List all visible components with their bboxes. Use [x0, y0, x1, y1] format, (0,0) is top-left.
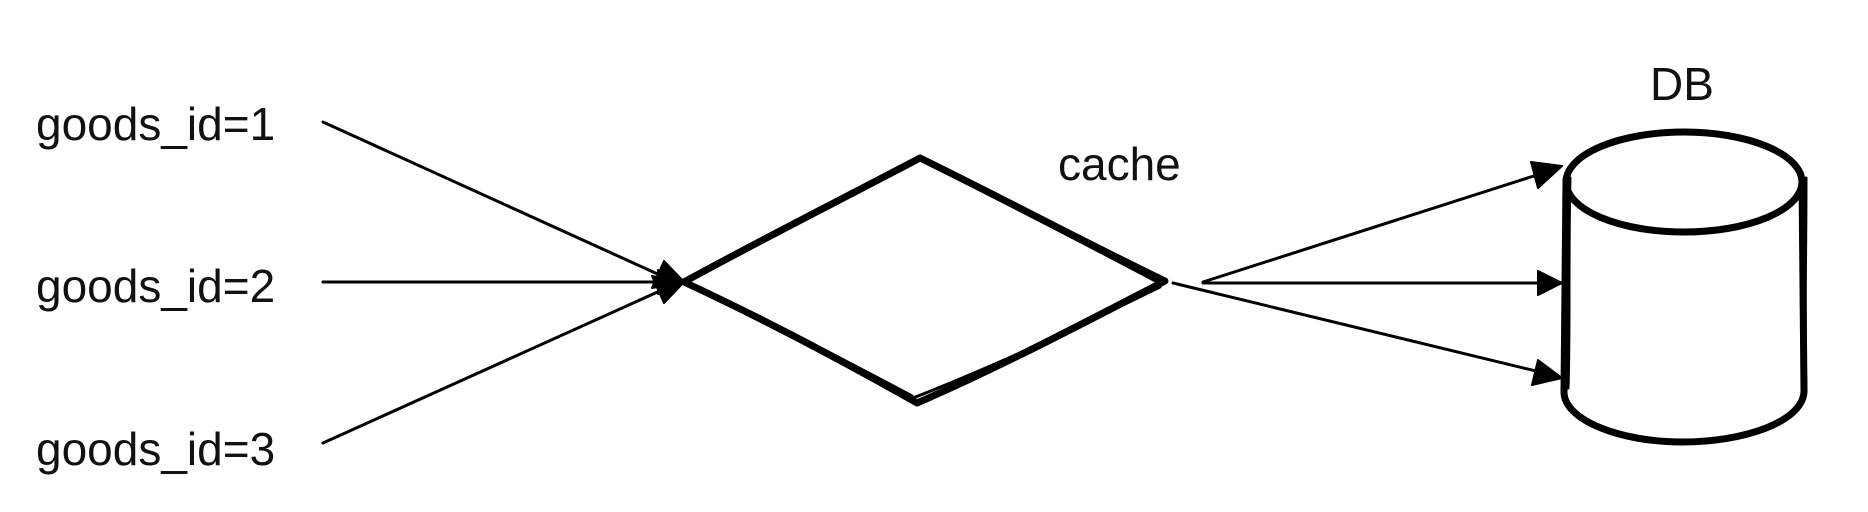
cache-label: cache: [1058, 138, 1181, 190]
arrow-cache-to-db-top: [1201, 161, 1563, 284]
arrow-cache-to-db-bottom: [1171, 281, 1563, 386]
arrow-goods-id-3-to-cache: [321, 275, 685, 445]
db-label: DB: [1650, 58, 1714, 110]
db-cylinder: [1560, 128, 1808, 446]
arrow-cache-to-db-middle: [1201, 270, 1563, 296]
source-label-goods-id-2: goods_id=2: [36, 260, 275, 312]
source-label-goods-id-3: goods_id=3: [36, 423, 275, 475]
arrow-goods-id-2-to-cache: [321, 269, 685, 295]
arrow-goods-id-1-to-cache: [321, 120, 685, 289]
source-label-goods-id-1: goods_id=1: [36, 98, 275, 150]
cache-diamond: [680, 154, 1169, 407]
